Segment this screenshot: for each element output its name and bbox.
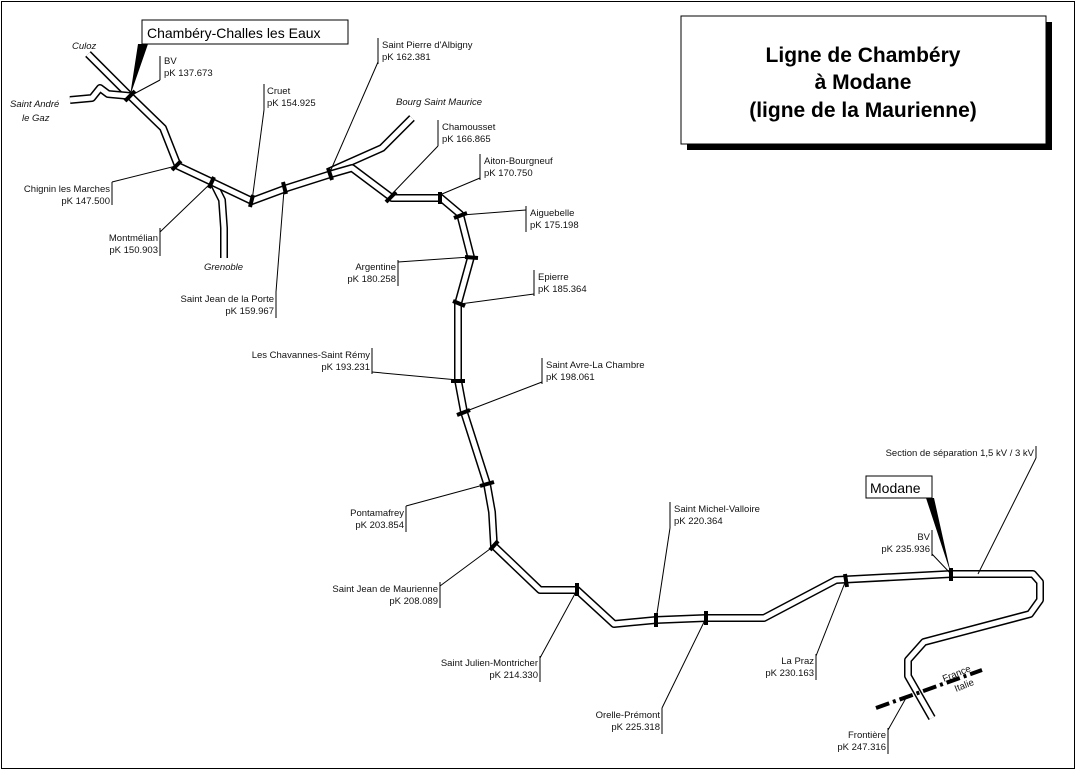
station-tick bbox=[453, 211, 468, 220]
station-name: Saint Pierre d'Albigny bbox=[382, 40, 473, 51]
station-name: Aiton-Bourgneuf bbox=[484, 156, 553, 167]
station-name: Argentine bbox=[355, 262, 396, 273]
station-name: Frontière bbox=[848, 730, 886, 741]
station-st-pierre-albigny: Saint Pierre d'Albigny pK 162.381 bbox=[382, 40, 473, 63]
branch-lines bbox=[69, 51, 415, 258]
station-modane-bv: BV pK 235.936 bbox=[881, 532, 930, 555]
station-pk: pK 166.865 bbox=[442, 134, 491, 145]
section-separation-label: Section de séparation 1,5 kV / 3 kV bbox=[886, 448, 1035, 459]
station-name: Pontamafrey bbox=[350, 508, 404, 519]
branch-saint-andre-1: Saint André bbox=[10, 99, 59, 110]
leader-lines bbox=[111, 38, 1037, 754]
station-aiguebelle: Aiguebelle pK 175.198 bbox=[530, 208, 579, 231]
station-chignin: Chignin les Marches pK 147.500 bbox=[24, 184, 110, 207]
station-pk: pK 230.163 bbox=[765, 668, 814, 679]
station-name: Epierre bbox=[538, 272, 569, 283]
station-name: Cruet bbox=[267, 86, 291, 97]
station-pk: pK 235.936 bbox=[881, 544, 930, 555]
station-pk: pK 198.061 bbox=[546, 372, 595, 383]
station-epierre: Epierre pK 185.364 bbox=[538, 272, 587, 295]
main-line bbox=[127, 93, 1044, 720]
station-cruet: Cruet pK 154.925 bbox=[267, 86, 316, 109]
modane-label: Modane bbox=[870, 480, 921, 496]
station-argentine: Argentine pK 180.258 bbox=[347, 262, 396, 285]
modane-label-box: Modane bbox=[865, 475, 933, 499]
station-name: Chamousset bbox=[442, 122, 496, 133]
branch-culoz: Culoz bbox=[72, 41, 97, 52]
station-pk: pK 193.231 bbox=[321, 362, 370, 373]
branch-saint-andre-2: le Gaz bbox=[22, 113, 50, 124]
station-st-michel: Saint Michel-Valloire pK 220.364 bbox=[674, 504, 760, 527]
station-tick bbox=[384, 190, 398, 204]
station-name: Montmélian bbox=[109, 233, 158, 244]
station-name: Orelle-Prémont bbox=[596, 710, 661, 721]
title-line-1: Ligne de Chambéry bbox=[766, 44, 961, 67]
station-st-jean-porte: Saint Jean de la Porte pK 159.967 bbox=[181, 294, 274, 317]
station-pk: pK 220.364 bbox=[674, 516, 723, 527]
station-orelle: Orelle-Prémont pK 225.318 bbox=[596, 710, 661, 733]
title-line-3: (ligne de la Maurienne) bbox=[749, 99, 977, 122]
chambery-label-box: Chambéry-Challes les Eaux bbox=[141, 19, 349, 45]
station-pontamafrey: Pontamafrey pK 203.854 bbox=[350, 508, 404, 531]
station-tick bbox=[326, 167, 334, 181]
station-name: Aiguebelle bbox=[530, 208, 574, 219]
station-tick bbox=[170, 159, 183, 172]
station-st-julien: Saint Julien-Montricher pK 214.330 bbox=[441, 658, 538, 681]
modane-pointer bbox=[926, 498, 951, 574]
station-name: La Praz bbox=[781, 656, 814, 667]
station-name: BV bbox=[164, 56, 177, 67]
station-pk: pK 247.316 bbox=[837, 742, 886, 753]
station-tick bbox=[281, 181, 288, 195]
station-frontiere: Frontière pK 247.316 bbox=[837, 730, 886, 753]
national-border: France Italie bbox=[875, 664, 983, 710]
station-la-praz: La Praz pK 230.163 bbox=[765, 656, 814, 679]
station-aiton: Aiton-Bourgneuf pK 170.750 bbox=[484, 156, 553, 179]
station-pk: pK 147.500 bbox=[61, 196, 110, 207]
station-pk: pK 180.258 bbox=[347, 274, 396, 285]
title-box: Ligne de Chambéry à Modane (ligne de la … bbox=[680, 15, 1052, 150]
station-pk: pK 170.750 bbox=[484, 168, 533, 179]
station-montmelian: Montmélian pK 150.903 bbox=[109, 233, 158, 256]
station-name: Les Chavannes-Saint Rémy bbox=[252, 350, 371, 361]
chambery-label: Chambéry-Challes les Eaux bbox=[147, 25, 321, 41]
station-pk: pK 137.673 bbox=[164, 68, 213, 79]
branch-bourg-saint-maurice: Bourg Saint Maurice bbox=[396, 97, 482, 108]
title-line-2: à Modane bbox=[815, 71, 912, 94]
station-st-jean-maurienne: Saint Jean de Maurienne pK 208.089 bbox=[332, 584, 438, 607]
chambery-pointer bbox=[130, 44, 148, 96]
station-pk: pK 208.089 bbox=[389, 596, 438, 607]
station-name: Saint Jean de Maurienne bbox=[332, 584, 438, 595]
station-pk: pK 225.318 bbox=[611, 722, 660, 733]
station-pk: pK 154.925 bbox=[267, 98, 316, 109]
station-chamousset: Chamousset pK 166.865 bbox=[442, 122, 496, 145]
station-pk: pK 203.854 bbox=[355, 520, 404, 531]
station-pk: pK 214.330 bbox=[489, 670, 538, 681]
station-pk: pK 159.967 bbox=[225, 306, 274, 317]
station-st-avre: Saint Avre-La Chambre pK 198.061 bbox=[546, 360, 645, 383]
station-name: Saint Michel-Valloire bbox=[674, 504, 760, 515]
station-name: BV bbox=[917, 532, 930, 543]
station-tick bbox=[452, 299, 466, 308]
station-name: Saint Jean de la Porte bbox=[181, 294, 274, 305]
station-pk: pK 150.903 bbox=[109, 245, 158, 256]
station-chavannes: Les Chavannes-Saint Rémy pK 193.231 bbox=[252, 350, 371, 373]
branch-grenoble: Grenoble bbox=[204, 262, 243, 273]
station-pk: pK 185.364 bbox=[538, 284, 587, 295]
station-name: Chignin les Marches bbox=[24, 184, 110, 195]
station-name: Saint Julien-Montricher bbox=[441, 658, 538, 669]
station-chambery-bv: BV pK 137.673 bbox=[164, 56, 213, 79]
station-pk: pK 162.381 bbox=[382, 52, 431, 63]
station-ticks bbox=[123, 89, 953, 627]
station-pk: pK 175.198 bbox=[530, 220, 579, 231]
station-name: Saint Avre-La Chambre bbox=[546, 360, 645, 371]
